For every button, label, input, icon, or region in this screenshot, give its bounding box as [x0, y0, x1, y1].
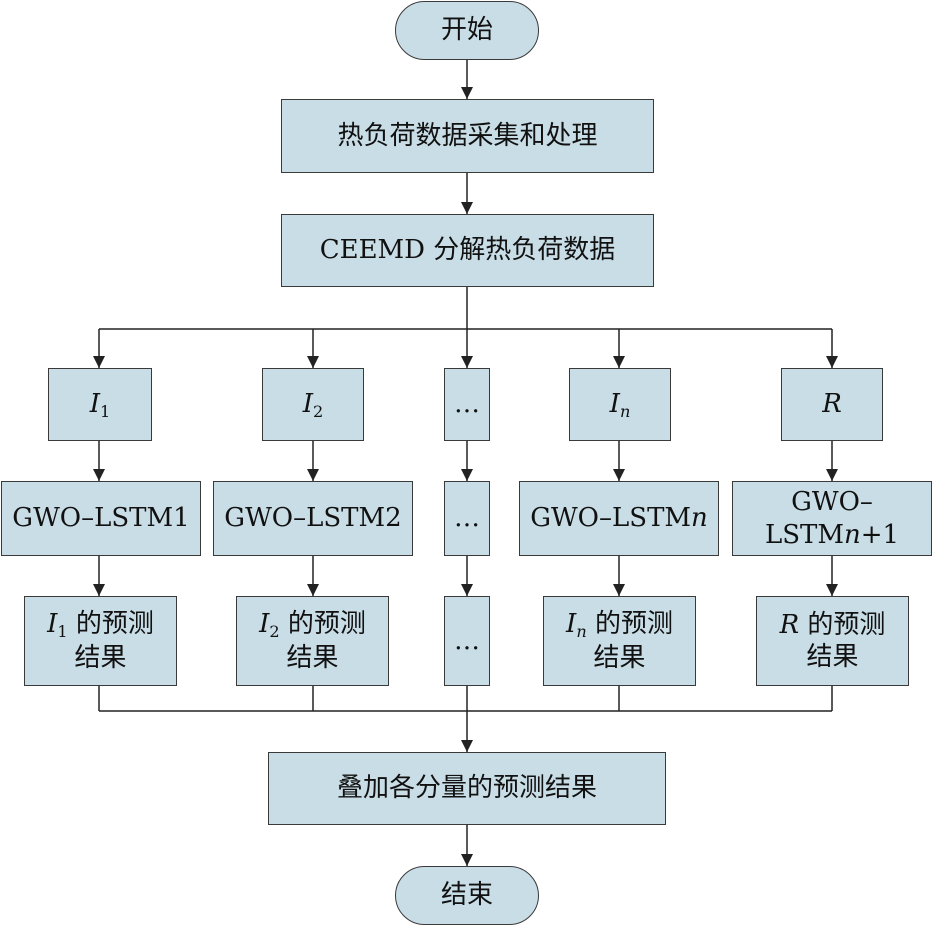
result-i1-line2: 结果: [74, 642, 127, 673]
component-i1-box: I1: [48, 368, 152, 441]
result-in-line2: 结果: [593, 642, 646, 673]
result-i1-line1: I1 的预测: [47, 608, 154, 641]
component-ellipsis-label: …: [454, 389, 480, 420]
model-ellipsis-label: …: [454, 503, 480, 534]
component-in-box: In: [569, 368, 671, 441]
result-r-line2: 结果: [806, 642, 859, 672]
model-2-label: GWO–LSTM2: [224, 503, 402, 534]
data-collection-step: 热负荷数据采集和处理: [281, 99, 654, 173]
result-ellipsis-label: …: [454, 625, 480, 656]
data-collection-label: 热负荷数据采集和处理: [337, 120, 598, 151]
result-i2-line1: I2 的预测: [259, 608, 366, 641]
result-i2-box: I2 的预测 结果: [236, 596, 389, 686]
sum-results-label: 叠加各分量的预测结果: [336, 773, 597, 804]
ceemd-decompose-step: CEEMD 分解热负荷数据: [281, 214, 654, 287]
result-in-line1: In 的预测: [566, 608, 673, 641]
result-i1-box: I1 的预测 结果: [24, 596, 177, 686]
end-label: 结束: [440, 880, 493, 911]
result-r-box: R 的预测 结果: [756, 596, 909, 686]
model-1-box: GWO–LSTM1: [1, 481, 201, 556]
result-ellipsis-box: …: [444, 596, 490, 686]
result-i2-line2: 结果: [286, 642, 339, 673]
start-node: 开始: [395, 1, 539, 60]
component-in-label: In: [609, 388, 631, 421]
component-r-label: R: [822, 389, 842, 420]
model-n-box: GWO–LSTMn: [519, 481, 719, 556]
end-node: 结束: [395, 866, 539, 925]
component-r-box: R: [781, 368, 883, 441]
component-i2-label: I2: [302, 388, 324, 421]
model-2-box: GWO–LSTM2: [213, 481, 413, 556]
model-r-box: GWO–LSTMn+1: [732, 481, 932, 556]
component-i2-box: I2: [262, 368, 364, 441]
model-n-label: GWO–LSTMn: [530, 503, 708, 534]
start-label: 开始: [440, 15, 493, 46]
model-1-label: GWO–LSTM1: [12, 503, 190, 534]
model-r-label: GWO–LSTMn+1: [764, 487, 900, 550]
component-ellipsis-box: …: [444, 368, 490, 441]
model-ellipsis-box: …: [444, 481, 490, 556]
result-r-line1: R 的预测: [779, 609, 886, 640]
result-in-box: In 的预测 结果: [543, 596, 696, 686]
ceemd-decompose-label: CEEMD 分解热负荷数据: [319, 235, 616, 266]
component-i1-label: I1: [89, 388, 111, 421]
sum-results-step: 叠加各分量的预测结果: [268, 752, 666, 825]
